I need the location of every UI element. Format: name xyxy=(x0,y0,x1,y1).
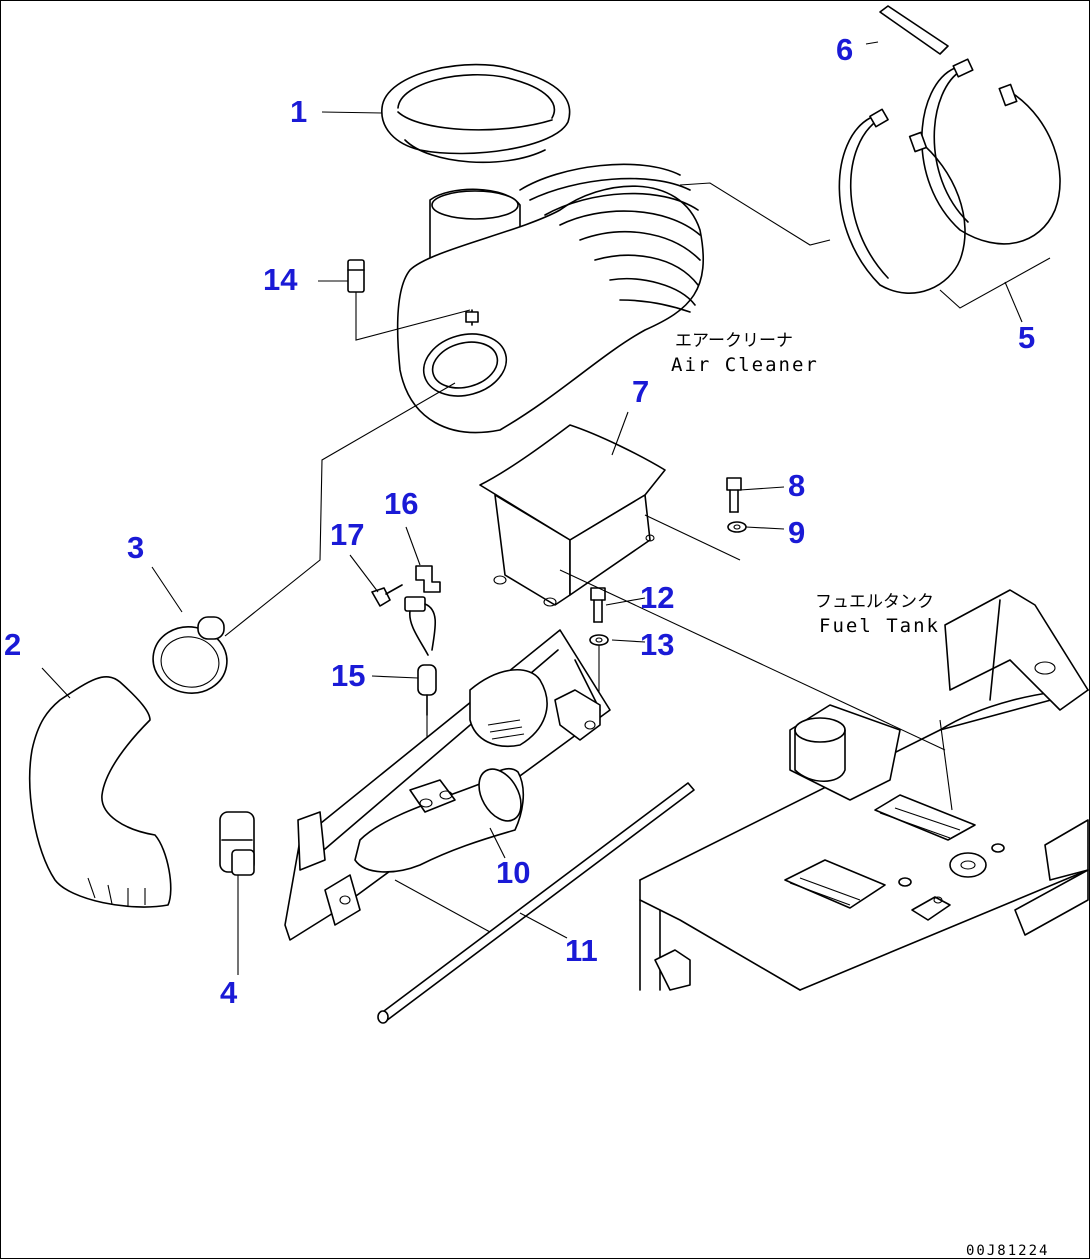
part-air-cleaner-body xyxy=(396,163,705,434)
callout-11: 11 xyxy=(565,933,598,968)
fuel-tank-label-jp: フュエルタンク xyxy=(815,592,934,612)
part-bands xyxy=(679,5,1061,323)
air-cleaner-label-jp: エアークリーナ xyxy=(675,331,793,351)
callout-2: 2 xyxy=(4,627,21,662)
callout-13: 13 xyxy=(640,627,674,662)
air-cleaner-label-en: Air Cleaner xyxy=(671,354,819,376)
callout-17: 17 xyxy=(330,517,364,552)
part-sensor xyxy=(371,565,441,800)
part-clamp xyxy=(152,382,456,694)
part-plug xyxy=(347,259,471,341)
part-duct-plate xyxy=(284,629,611,941)
callout-14: 14 xyxy=(263,262,298,297)
callout-numbers: 1 2 3 4 5 6 7 8 9 10 11 12 13 14 15 16 1… xyxy=(4,32,1035,1010)
callout-1: 1 xyxy=(290,94,307,129)
callout-16: 16 xyxy=(384,486,418,521)
part-bolts xyxy=(589,477,747,710)
callout-10: 10 xyxy=(496,855,530,890)
callout-5: 5 xyxy=(1018,320,1035,355)
callout-12: 12 xyxy=(640,580,674,615)
fuel-tank-label-en: Fuel Tank xyxy=(819,615,940,637)
callout-15: 15 xyxy=(331,658,365,693)
drawing-code: 00J81224 xyxy=(966,1243,1049,1259)
callout-9: 9 xyxy=(788,515,805,550)
leader-lines xyxy=(41,41,879,975)
callout-7: 7 xyxy=(632,374,649,409)
callout-8: 8 xyxy=(788,468,805,503)
callout-6: 6 xyxy=(836,32,853,67)
callout-4: 4 xyxy=(220,975,238,1010)
part-fitting xyxy=(219,811,255,876)
callout-3: 3 xyxy=(127,530,144,565)
part-bracket xyxy=(479,424,741,607)
part-rod xyxy=(377,782,695,1024)
part-cap xyxy=(381,63,571,164)
part-fuel-tank xyxy=(559,569,1089,991)
part-hose xyxy=(29,676,172,908)
